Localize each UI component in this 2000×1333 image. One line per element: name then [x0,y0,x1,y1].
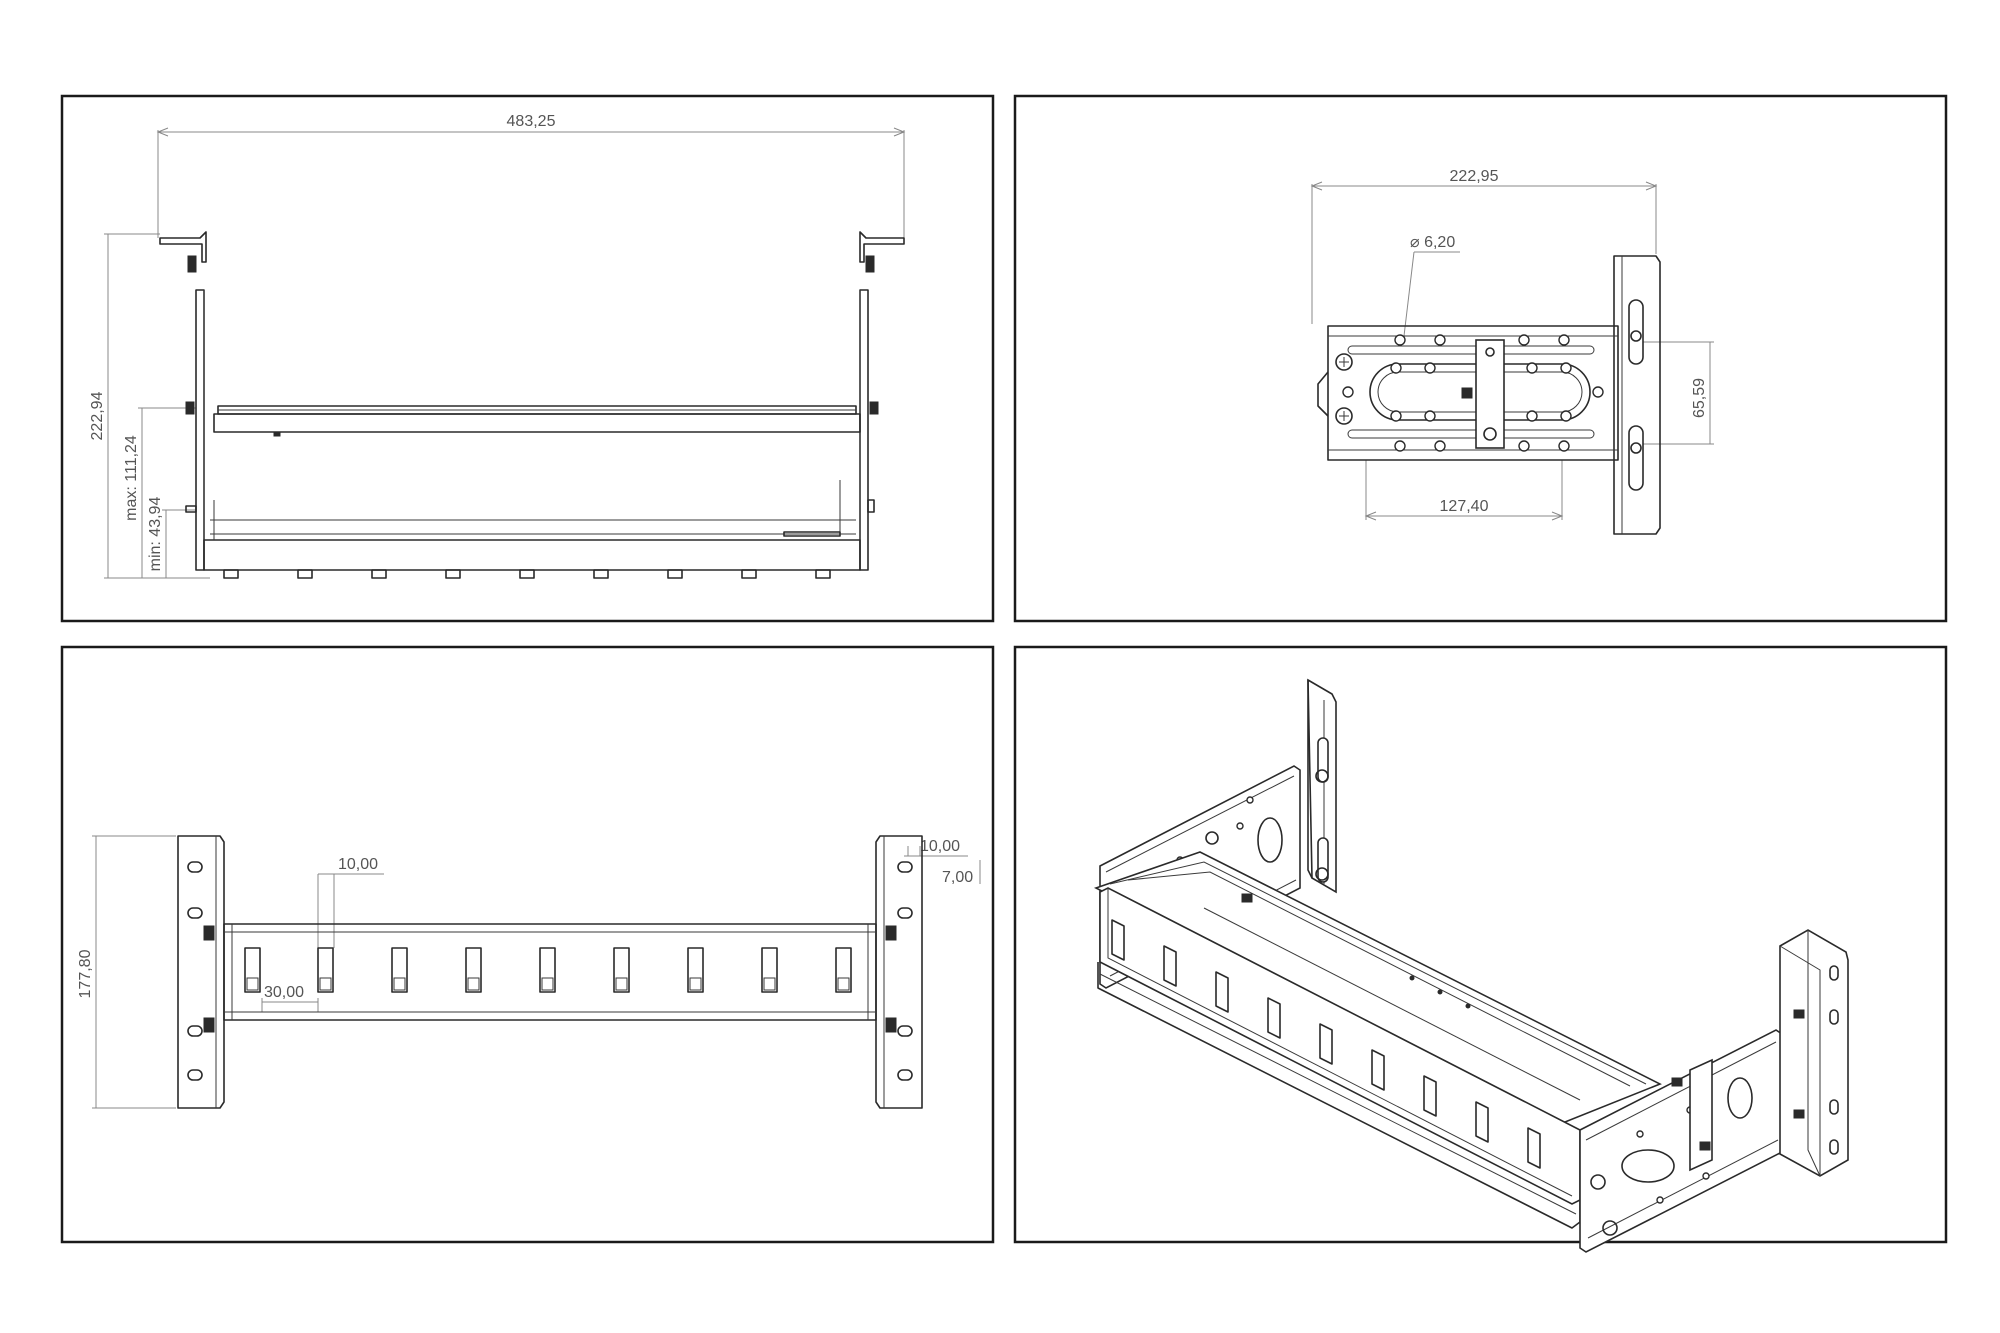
top-slots [244,947,852,993]
top-view-frame [60,645,995,1244]
side-hole-label: ⌀ 6,20 [1410,234,1455,251]
side-slot-span-dimension: 127,40 [1364,460,1564,521]
top-height-label: 177,80 [77,949,94,998]
front-view-panel: 483,25 222,94 max: 111,24 min: 43,94 [60,94,995,623]
front-feet [223,569,831,579]
side-bracket-slot-label: 65,59 [1691,378,1708,418]
isometric-chassis-drawing [1093,678,1849,1253]
front-view-frame [60,94,995,623]
top-slot-width-dimension: 10,00 [317,856,384,948]
top-edge-dimensions: 10,00 7,00 [904,838,981,886]
top-edge-depth-label: 7,00 [942,869,973,886]
top-height-dimension: 177,80 [77,835,176,1109]
front-max-label: max: 111,24 [123,435,140,521]
side-hole-dimension: ⌀ 6,20 [1403,234,1460,337]
front-height-label: 222,94 [89,391,106,440]
side-bracket-slot-dimension: 65,59 [1640,341,1714,445]
top-slot-width-label: 10,00 [338,856,378,873]
top-chassis-drawing [177,835,923,1109]
top-view-panel: 177,80 10,00 30,00 10,00 7,00 [60,645,995,1244]
front-min-label: min: 43,94 [147,497,164,572]
top-slot-pitch-dimension: 30,00 [261,984,319,1012]
isometric-view-panel [1013,645,1948,1253]
front-width-dimension: 483,25 [156,113,906,238]
side-plate-holes [1342,334,1604,452]
side-bracket-drawing [1317,255,1661,535]
side-slot-span-label: 127,40 [1440,498,1489,515]
front-width-label: 483,25 [507,113,556,130]
side-width-dimension: 222,95 [1310,168,1658,324]
top-edge-offset-label: 10,00 [920,838,960,855]
front-height-dimensions: 222,94 max: 111,24 min: 43,94 [89,233,210,579]
side-width-label: 222,95 [1450,168,1499,185]
top-slot-pitch-label: 30,00 [264,984,304,1001]
side-view-panel: 222,95 ⌀ 6,20 127,40 65,59 [1013,94,1948,623]
iso-slots [1111,919,1541,1169]
front-chassis-drawing [159,231,905,579]
